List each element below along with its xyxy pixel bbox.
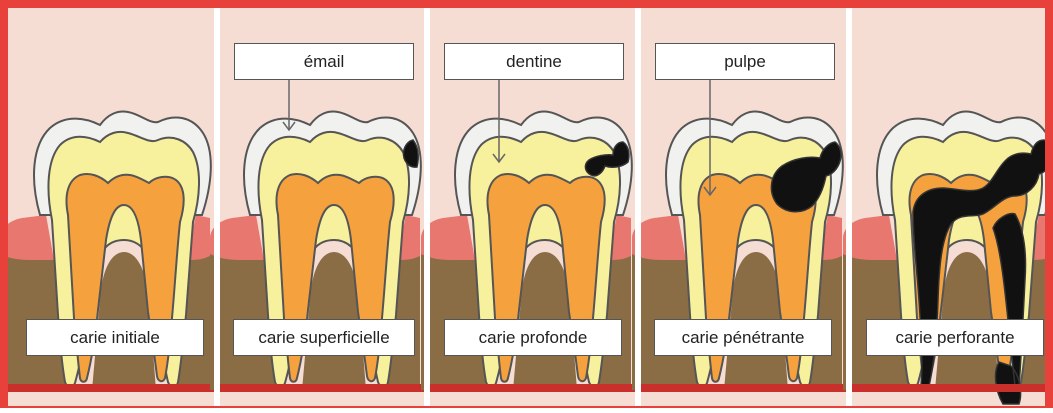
- baseline-bar: [218, 384, 424, 392]
- panel-divider: [635, 8, 641, 408]
- baseline-bar: [8, 384, 214, 392]
- baseline-bar: [851, 384, 1053, 392]
- caption-carie-penetrante: carie pénétrante: [654, 319, 832, 356]
- caption-carie-superficielle: carie superficielle: [233, 319, 415, 356]
- caption-carie-perforante: carie perforante: [866, 319, 1044, 356]
- panel-divider: [214, 8, 220, 408]
- caption-carie-initiale: carie initiale: [26, 319, 204, 356]
- caption-carie-profonde: carie profonde: [444, 319, 622, 356]
- baseline-bar: [640, 384, 846, 392]
- label-pulpe: pulpe: [655, 43, 835, 80]
- label-email: émail: [234, 43, 414, 80]
- baseline-bar: [429, 384, 635, 392]
- panel-divider: [424, 8, 430, 408]
- label-dentine: dentine: [444, 43, 624, 80]
- panel-divider: [846, 8, 852, 408]
